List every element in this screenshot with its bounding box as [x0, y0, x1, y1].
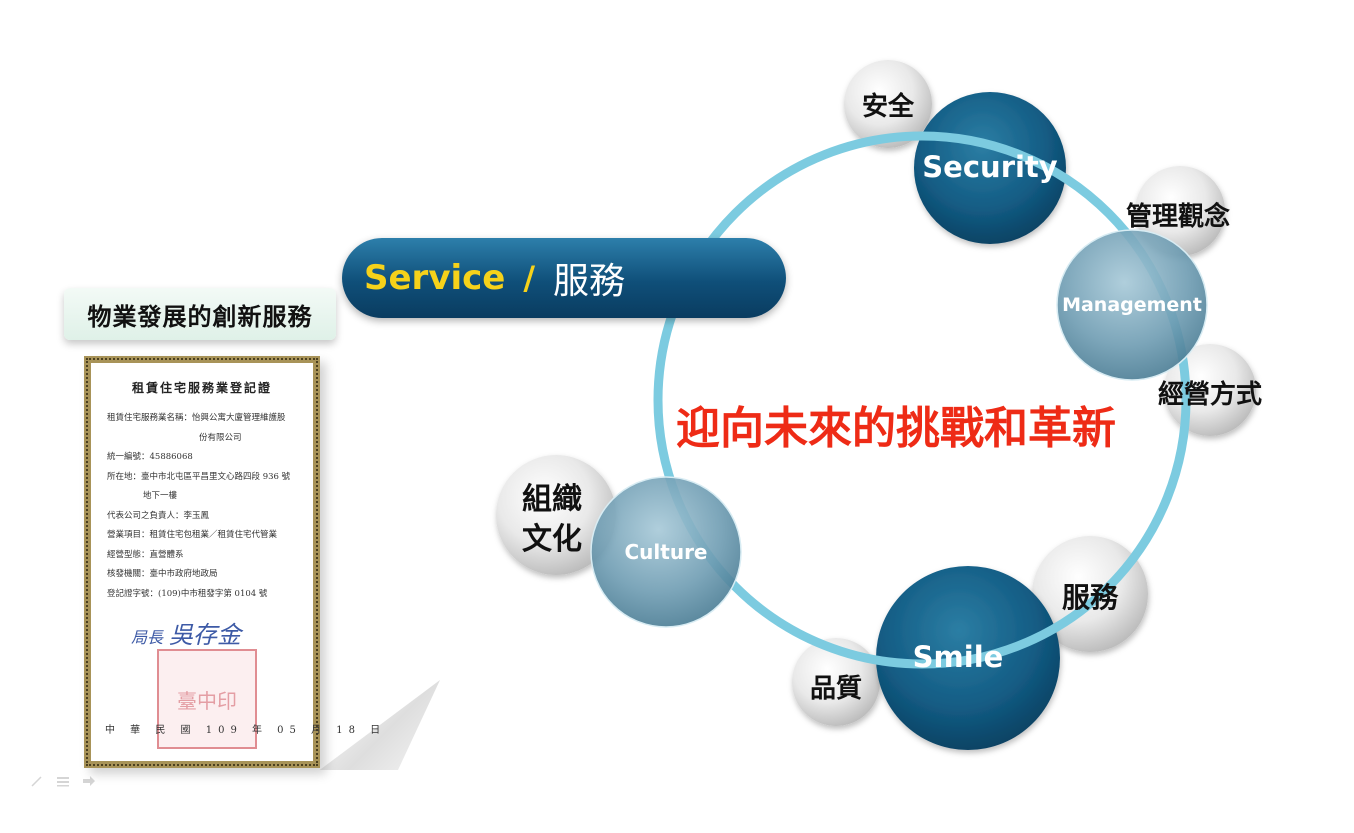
label-anquan: 安全	[861, 92, 914, 122]
slide-toolbar	[30, 772, 96, 787]
registration-certificate: 租賃住宅服務業登記證 租賃住宅服務業名稱：怡興公寓大廈管理維護股 份有限公司 統…	[84, 356, 387, 768]
next-slide-icon[interactable]	[82, 772, 96, 786]
service-banner: Service / 服務	[342, 238, 786, 318]
label-security: Security	[922, 150, 1058, 184]
label-culture: Culture	[624, 540, 708, 564]
certificate-date: 中 華 民 國 109 年 05 月 18 日	[105, 725, 387, 736]
certificate-lines: 租賃住宅服務業名稱：怡興公寓大廈管理維護股 份有限公司 統一編號：4588606…	[107, 409, 303, 604]
bubble-guanli	[1135, 166, 1225, 256]
cycle-ring	[653, 131, 1191, 669]
certificate-line: 登記證字號：(109)中市租發字第 0104 號	[107, 588, 268, 599]
bubble-anquan	[844, 60, 932, 148]
certificate-line: 代表公司之負責人：李玉鳳	[107, 510, 210, 521]
certificate-line: 營業項目：租賃住宅包租業／租賃住宅代管業	[107, 530, 278, 540]
label-pinzhi: 品質	[809, 674, 862, 704]
label-guanli: 管理觀念	[1125, 202, 1230, 232]
banner-english: Service	[364, 258, 506, 298]
certificate-line: 地下一樓	[143, 491, 178, 501]
label-zuzhi-2: 文化	[522, 522, 582, 557]
banner-separator: /	[523, 259, 536, 297]
center-slogan: 迎向未來的挑戰和革新	[676, 403, 1116, 454]
official-seal: 臺中印	[157, 649, 257, 749]
director-signature: 局長吳存金	[131, 615, 241, 650]
label-jingying: 經營方式	[1157, 380, 1262, 410]
menu-icon[interactable]	[56, 772, 70, 787]
signature-title: 局長	[131, 628, 164, 647]
bubble-zuzhi	[496, 455, 616, 575]
certificate-line: 所在地：臺中市北屯區平昌里文心路四段 936 號	[107, 471, 291, 482]
signature-name: 吳存金	[169, 621, 242, 649]
pen-icon[interactable]	[30, 772, 44, 787]
certificate-line: 租賃住宅服務業名稱：怡興公寓大廈管理維護股	[107, 413, 286, 423]
label-smile: Smile	[912, 640, 1004, 674]
node-management	[1056, 229, 1208, 381]
label-fuwu: 服務	[1061, 581, 1118, 614]
banner-chinese: 服務	[553, 261, 626, 302]
node-culture	[590, 476, 742, 628]
certificate-line: 經營型態：直營體系	[107, 549, 184, 560]
certificate-line: 核發機關：臺中市政府地政局	[107, 569, 218, 579]
certificate-line: 統一編號：45886068	[107, 452, 193, 462]
label-zuzhi-1: 組織	[522, 482, 582, 517]
section-tag: 物業發展的創新服務	[64, 288, 336, 340]
label-management: Management	[1062, 294, 1202, 316]
certificate-line: 份有限公司	[199, 432, 242, 443]
node-security	[914, 92, 1066, 244]
certificate-title: 租賃住宅服務業登記證	[131, 381, 272, 395]
